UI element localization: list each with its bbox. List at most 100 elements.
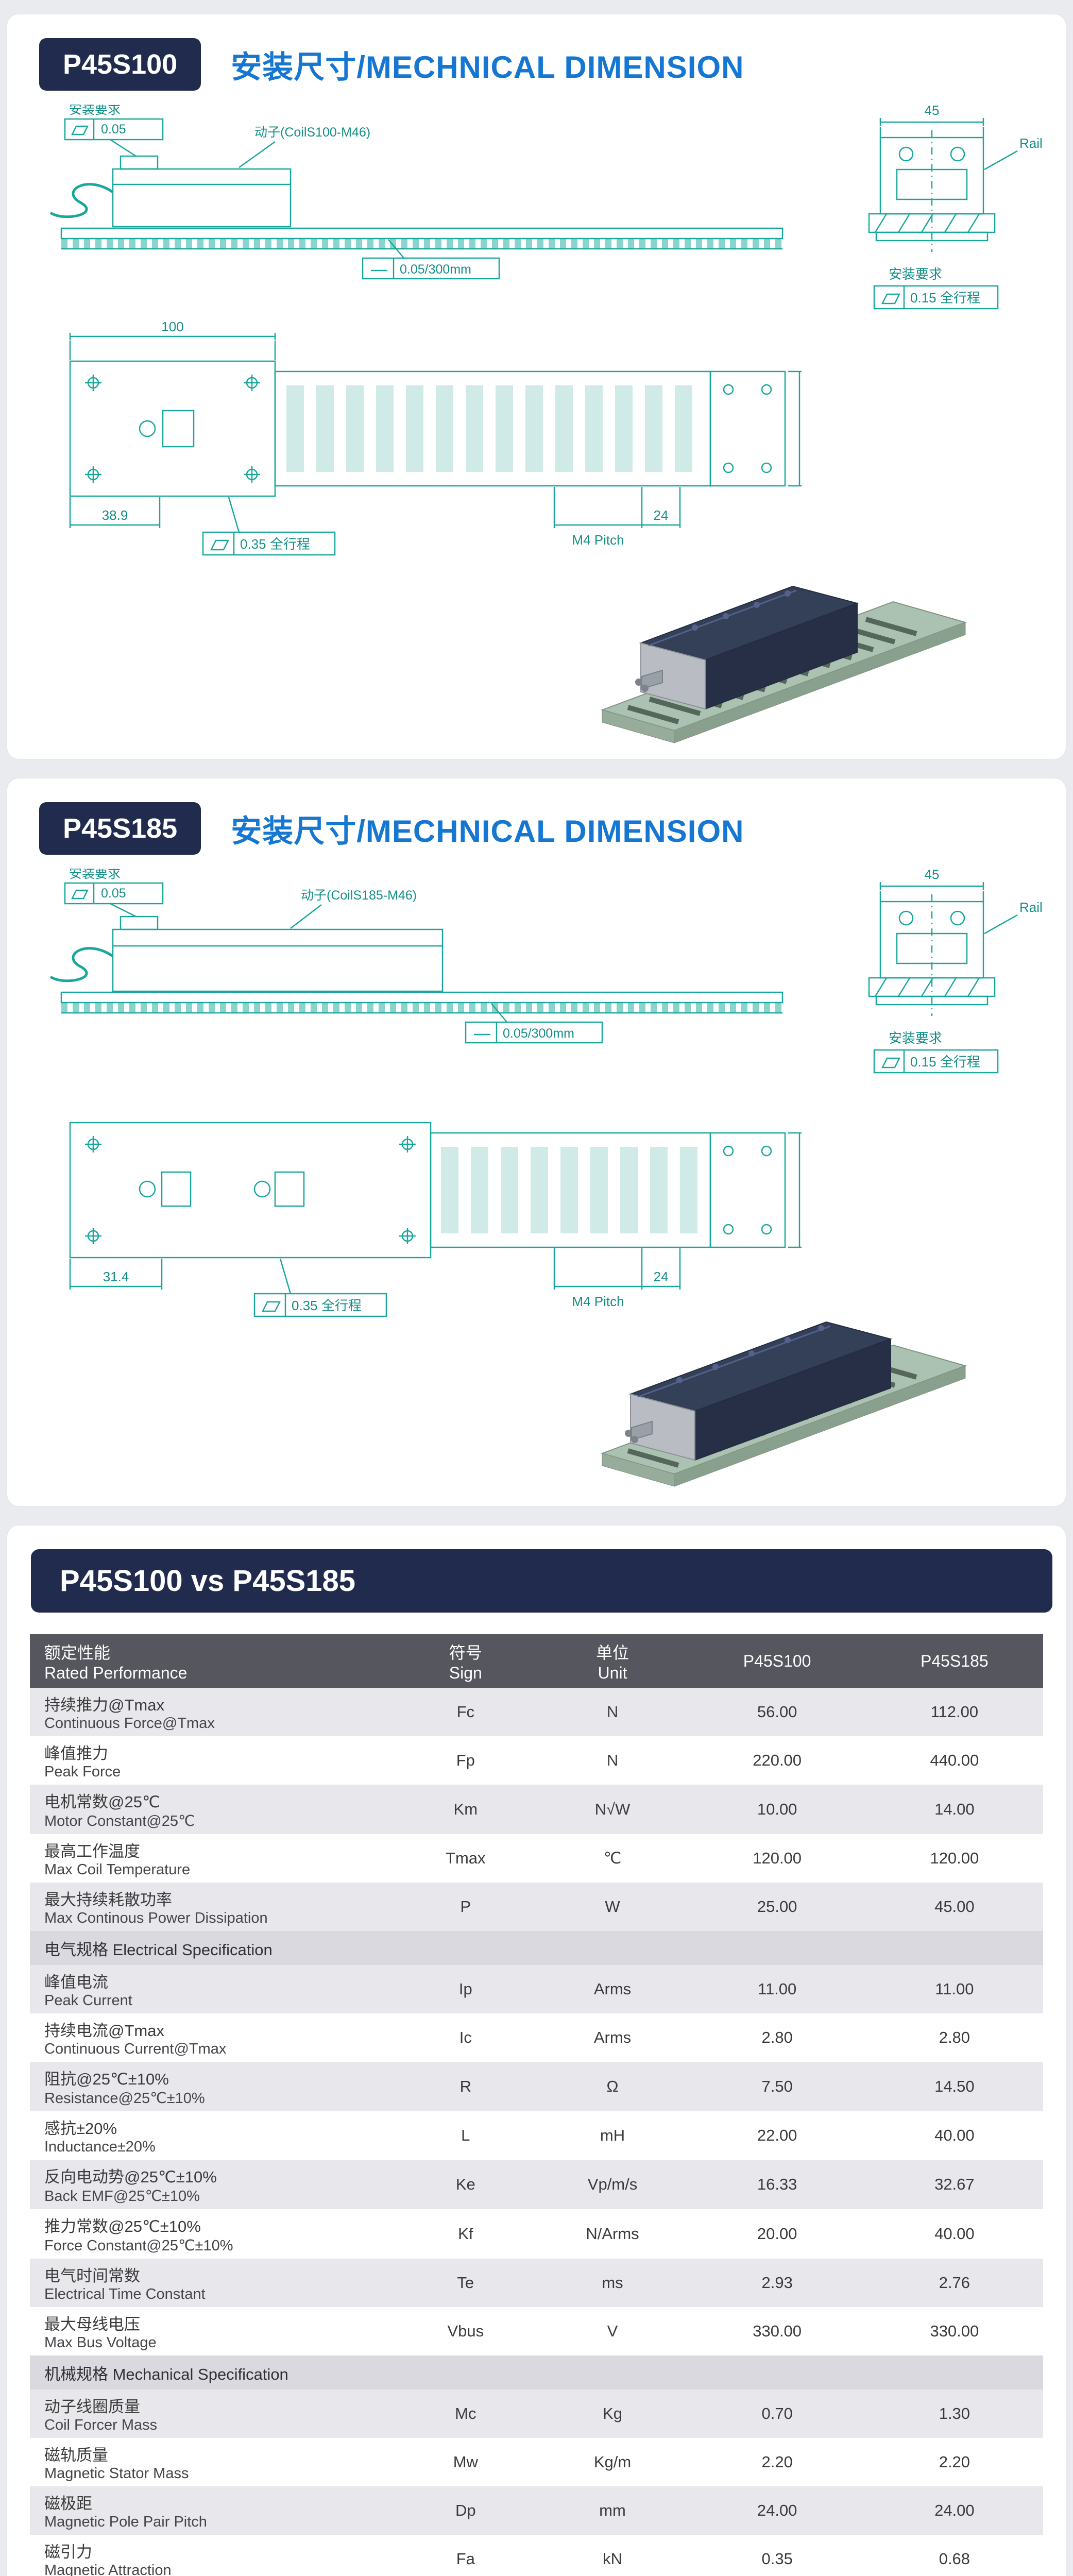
- col-p45s100: P45S100: [688, 1634, 866, 1688]
- p45s100-cell: 7.50: [688, 2062, 866, 2111]
- section-label: 机械规格 Mechanical Specification: [30, 2355, 1043, 2389]
- install-note-2: 安装要求: [889, 1030, 942, 1046]
- param-cn: 感抗±20%: [44, 2120, 117, 2138]
- drawing-side-view-s100: 安装要求 0.05 动子(CoilS100-M46) 0.05/300mm: [49, 105, 784, 280]
- sign-cell: P: [395, 1883, 537, 1931]
- param-en: Max Continous Power Dissipation: [44, 1910, 268, 1926]
- col-p45s185: P45S185: [865, 1634, 1043, 1688]
- param-cn: 峰值电流: [44, 1973, 108, 1991]
- mover-label: 动子(CoilS100-M46): [254, 125, 370, 140]
- unit-cell: N: [536, 1688, 689, 1736]
- sign-cell: L: [461, 2126, 470, 2144]
- param-cn: 动子线圈质量: [44, 2398, 140, 2416]
- p45s185-cell: 440.00: [930, 1751, 979, 1769]
- drawing-top-view-s185: 31.4 M4 Pitch 24 0.35 全行程: [69, 1122, 802, 1317]
- col-rated-performance: 额定性能 Rated Performance: [30, 1634, 395, 1688]
- col-sign: 符号 Sign: [395, 1634, 537, 1688]
- drawing-top-view-s100: 100 38.9 M4 Pitch 24 0.35 全行程: [69, 319, 802, 556]
- param-cn: 持续电流@Tmax: [44, 2022, 164, 2040]
- section-row-mechanical: 机械规格 Mechanical Specification: [30, 2355, 1043, 2389]
- header-cn: 额定性能: [44, 1643, 111, 1662]
- section-label: 电气规格 Electrical Specification: [30, 1931, 1043, 1965]
- param-en: Continuous Current@Tmax: [44, 2041, 227, 2057]
- p45s100-cell: 10.00: [688, 1785, 866, 1834]
- motor-3d: [625, 1321, 893, 1461]
- mid-travel-tolerance: 0.35 全行程: [240, 536, 310, 552]
- param-cn: 最高工作温度: [44, 1842, 140, 1860]
- p45s100-cell: 330.00: [753, 2322, 802, 2340]
- sign-cell: Tmax: [446, 1849, 486, 1867]
- dim-38-9: 38.9: [102, 507, 128, 523]
- unit-cell: Arms: [593, 2028, 632, 2046]
- param-en: Max Bus Voltage: [44, 2334, 157, 2351]
- end-view-labels: 45 Rail 安装要求 0.15 全行程: [889, 103, 1043, 306]
- param-en: Force Constant@25℃±10%: [44, 2238, 233, 2254]
- rail-callout: Rail: [1019, 135, 1043, 151]
- unit-cell: mH: [600, 2126, 625, 2144]
- p45s100-cell: 11.00: [688, 1965, 866, 2013]
- p45s100-cell: 56.00: [688, 1688, 866, 1736]
- p45s100-cell: 0.35: [761, 2550, 793, 2568]
- section-header-s100: P45S100 安装尺寸/MECHNICAL DIMENSION: [7, 14, 1066, 91]
- p45s185-cell: 1.30: [865, 2389, 1043, 2438]
- model-badge-p45s100: P45S100: [39, 38, 201, 91]
- p45s185-cell: 14.50: [865, 2062, 1043, 2111]
- sign-cell: Kf: [458, 2225, 473, 2243]
- flatness-value: 0.05: [101, 122, 126, 137]
- unit-cell: N/Arms: [586, 2225, 639, 2243]
- side-view-linework: [49, 118, 784, 280]
- unit-cell: kN: [603, 2550, 622, 2568]
- section-header-s185: P45S185 安装尺寸/MECHNICAL DIMENSION: [7, 778, 1066, 855]
- sign-cell: Mc: [395, 2389, 537, 2438]
- top-view-labels: 100 38.9 M4 Pitch 24 0.35 全行程: [102, 319, 669, 552]
- section-row-electrical: 电气规格 Electrical Specification: [30, 1931, 1043, 1965]
- top-view-labels: 31.4 M4 Pitch 24 0.35 全行程: [103, 1269, 669, 1313]
- param-en: Motor Constant@25℃: [44, 1813, 195, 1829]
- param-cn: 持续推力@Tmax: [44, 1696, 164, 1714]
- p45s185-cell: 0.68: [939, 2550, 970, 2568]
- unit-cell: N√W: [536, 1785, 689, 1834]
- rail-callout: Rail: [1019, 900, 1043, 915]
- p45s185-cell: 2.80: [939, 2028, 970, 2046]
- p45s100-cell: 16.33: [688, 2160, 866, 2209]
- straightness-value: 0.05/300mm: [503, 1026, 574, 1041]
- dim-width: 45: [925, 867, 940, 882]
- p45s185-cell: 2.20: [939, 2453, 970, 2471]
- render-3d-motor-s185: [600, 1321, 967, 1487]
- travel-tolerance: 0.15 全行程: [910, 1054, 980, 1070]
- dim-31-4: 31.4: [103, 1269, 129, 1284]
- param-cn: 阻抗@25℃±10%: [44, 2070, 169, 2088]
- sign-cell: Mw: [453, 2453, 478, 2471]
- end-view-linework: [868, 118, 1018, 310]
- param-en: Magnetic Pole Pair Pitch: [44, 2514, 207, 2530]
- motor-3d: [635, 585, 859, 710]
- comparison-band-title: P45S100 vs P45S185: [31, 1549, 1052, 1613]
- drawing-end-view-s100: 45 Rail 安装要求 0.15 全行程: [868, 103, 1043, 310]
- dim-width: 45: [925, 103, 940, 118]
- sign-cell: Ip: [395, 1965, 537, 2013]
- param-en: Resistance@25℃±10%: [44, 2090, 205, 2107]
- param-cn: 电气时间常数: [44, 2267, 140, 2285]
- sign-cell: Ke: [395, 2160, 537, 2209]
- p45s185-cell: 120.00: [930, 1849, 979, 1867]
- header-en: Unit: [598, 1663, 627, 1682]
- unit-cell: Kg/m: [593, 2453, 632, 2471]
- unit-cell: Ω: [536, 2062, 689, 2111]
- p45s185-cell: 11.00: [865, 1965, 1043, 2013]
- install-note: 安装要求: [69, 105, 121, 117]
- p45s185-cell: 45.00: [865, 1883, 1043, 1931]
- p45s100-cell: 220.00: [753, 1751, 802, 1769]
- p45s100-cell: 20.00: [757, 2225, 797, 2243]
- param-en: Peak Current: [44, 1992, 132, 2009]
- param-en: Coil Forcer Mass: [44, 2417, 158, 2433]
- p45s185-cell: 330.00: [930, 2322, 979, 2340]
- header-en: Rated Performance: [44, 1663, 188, 1682]
- end-view-labels: 45 Rail 安装要求 0.15 全行程: [889, 867, 1043, 1070]
